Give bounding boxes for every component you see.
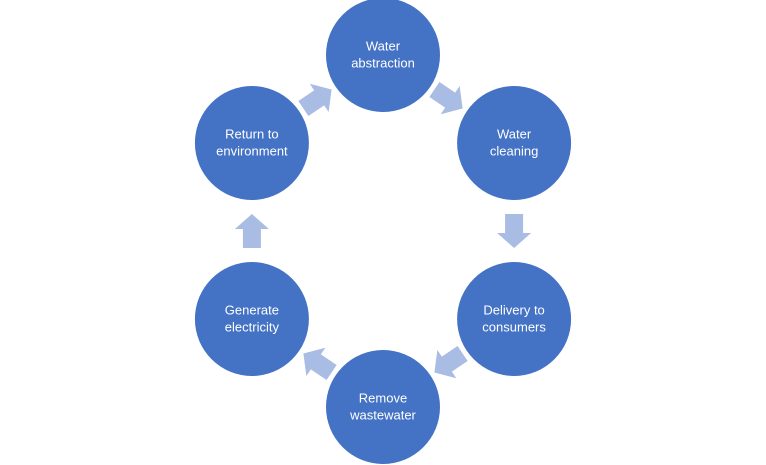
node-label: Water (497, 127, 532, 142)
node-return-to-environment: Return to environment (194, 86, 309, 200)
arrows-layer (234, 82, 532, 380)
node-delivery-to-consumers: Delivery to consumers (457, 262, 572, 376)
node-label: consumers (482, 320, 546, 335)
node-circle (326, 0, 440, 112)
node-label: Water (366, 39, 401, 54)
flow-arrow-icon (234, 214, 269, 248)
node-label: Delivery to (483, 303, 544, 318)
node-label: wastewater (349, 408, 416, 423)
node-remove-wastewater: Remove wastewater (326, 350, 440, 464)
node-label: environment (216, 144, 288, 159)
node-label: abstraction (351, 56, 415, 71)
node-circle (457, 86, 572, 200)
flow-arrow-icon (497, 214, 532, 248)
node-generate-electricity: Generate electricity (194, 262, 309, 376)
node-label: Generate (225, 303, 279, 318)
node-water-abstraction: Water abstraction (326, 0, 440, 112)
node-label: Return to (225, 127, 278, 142)
node-circle (326, 350, 440, 464)
flow-arrow-icon (298, 83, 332, 116)
node-circle (194, 86, 309, 200)
node-label: electricity (225, 320, 280, 335)
node-label: cleaning (490, 144, 538, 159)
node-circle (457, 262, 572, 376)
node-water-cleaning: Water cleaning (457, 86, 572, 200)
flow-arrow-icon (434, 346, 468, 379)
node-circle (194, 262, 309, 376)
flow-arrow-icon (429, 82, 463, 115)
node-label: Remove (359, 391, 407, 406)
flow-arrow-icon (303, 347, 337, 380)
